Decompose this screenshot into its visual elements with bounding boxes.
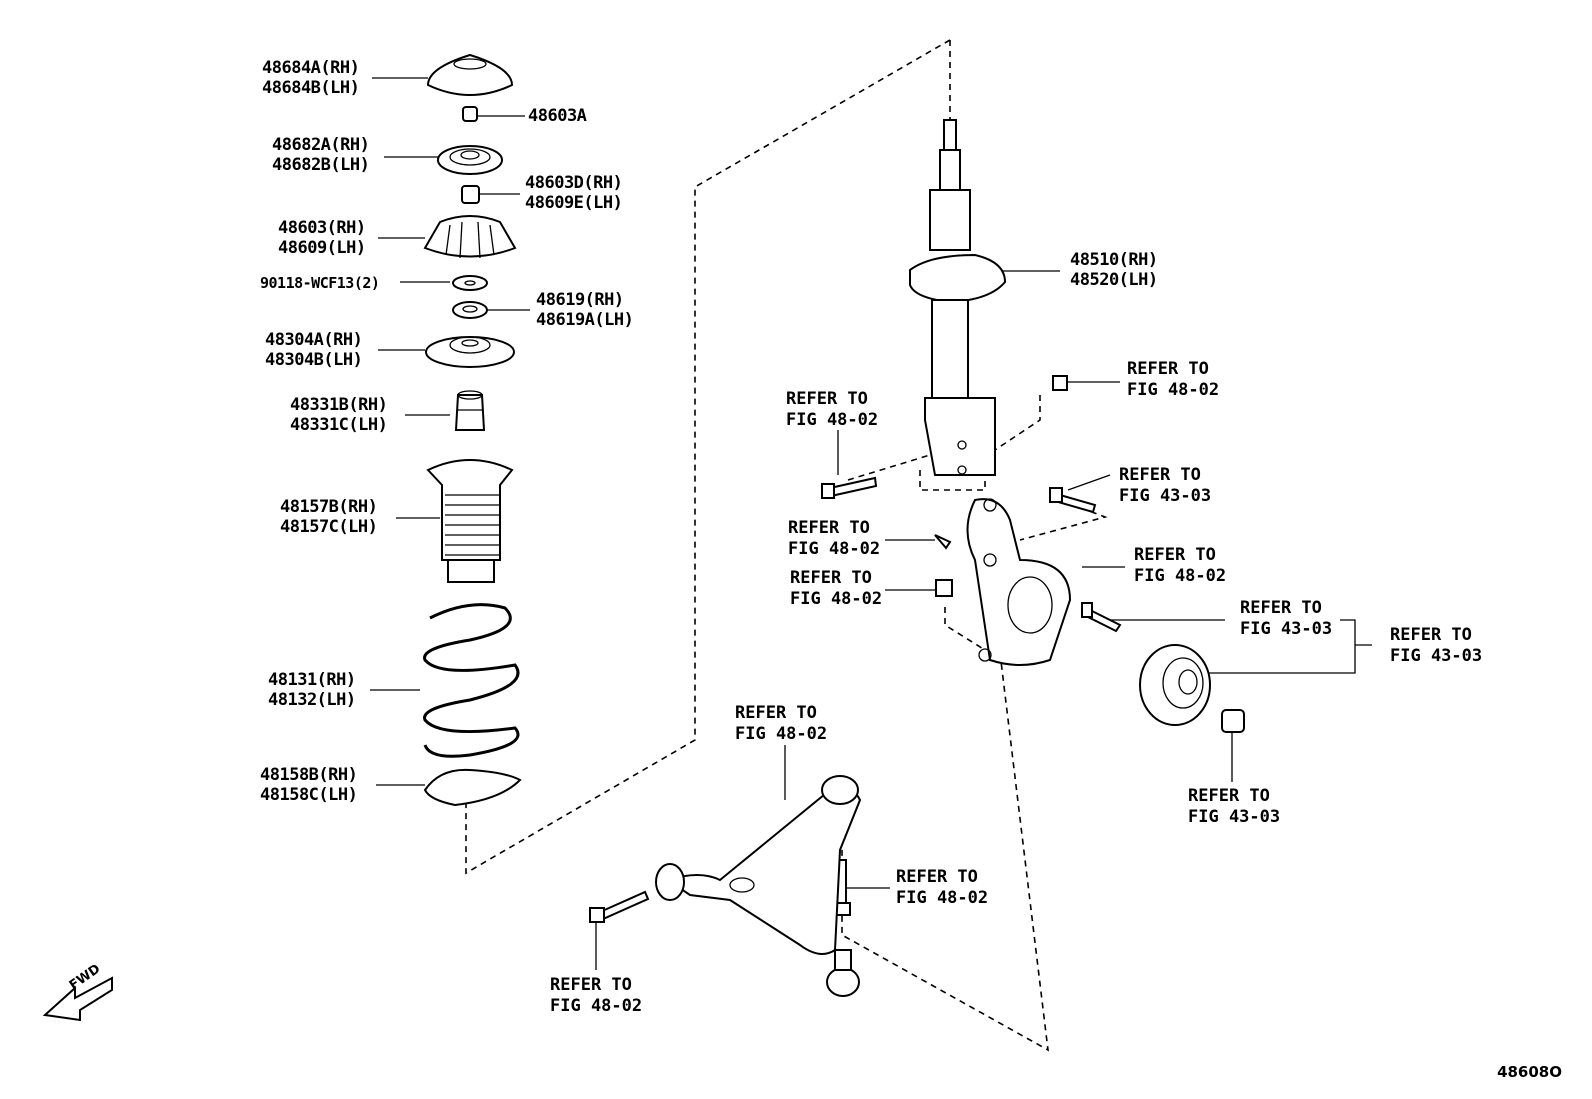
label-collar: 48619(RH) 48619A(LH): [536, 290, 634, 330]
ref-text: REFER TO: [550, 975, 632, 995]
part-no: 48304A(RH): [265, 330, 363, 350]
label-washer: 90118-WCF13(2): [260, 273, 380, 293]
ref-fig: FIG 48-02: [788, 539, 881, 559]
part-no: 48132(LH): [268, 690, 356, 710]
lower-control-arm: [655, 775, 862, 997]
ref-text: REFER TO: [896, 867, 978, 887]
ref-fig: FIG 48-02: [735, 724, 828, 744]
ref-ball-joint-bolt[interactable]: REFER TO FIG 48-02: [896, 867, 988, 909]
ref-text: REFER TO: [1134, 545, 1216, 565]
upper-mount-cap: [426, 53, 514, 96]
dust-boot: [426, 459, 514, 583]
ref-hub[interactable]: REFER TO FIG 43-03: [1390, 625, 1482, 667]
ref-fig: FIG 43-03: [1240, 619, 1333, 639]
ref-fig: FIG 48-02: [896, 888, 989, 908]
ref-fig: FIG 48-02: [790, 589, 883, 609]
part-no: 48304B(LH): [265, 350, 363, 370]
ref-text: REFER TO: [1127, 359, 1209, 379]
ref-text: REFER TO: [790, 568, 872, 588]
ref-lower-nut[interactable]: REFER TO FIG 48-02: [790, 568, 882, 610]
ref-text: REFER TO: [1119, 465, 1201, 485]
part-no: 48510(RH): [1070, 250, 1158, 270]
ref-text: REFER TO: [788, 518, 870, 538]
washer: [452, 275, 488, 291]
label-nut: 48603A: [528, 106, 587, 126]
ref-text: REFER TO: [735, 703, 817, 723]
ref-fig: FIG 48-02: [550, 996, 643, 1016]
part-no: 48682B(LH): [272, 155, 370, 175]
ref-strut-nut[interactable]: REFER TO FIG 48-02: [1127, 359, 1219, 401]
ref-hub-bolt[interactable]: REFER TO FIG 43-03: [1240, 598, 1332, 640]
ref-fig: FIG 43-03: [1119, 486, 1212, 506]
nut-48603a: [462, 106, 478, 122]
label-spring-seat: 48304A(RH) 48304B(LH): [265, 330, 363, 370]
ref-fig: FIG 48-02: [1134, 566, 1227, 586]
ref-knuckle-arm[interactable]: REFER TO FIG 48-02: [1134, 545, 1226, 587]
spring-seat: [425, 336, 515, 368]
strut-absorber: [909, 119, 1007, 476]
part-no: 48331C(LH): [290, 415, 388, 435]
ref-text: REFER TO: [1390, 625, 1472, 645]
label-lower-insulator: 48158B(RH) 48158C(LH): [260, 765, 358, 805]
label-bearing: 48682A(RH) 48682B(LH): [272, 135, 370, 175]
bump-stopper: [454, 390, 486, 431]
part-no: 48619A(LH): [536, 310, 634, 330]
ref-fig: FIG 43-03: [1390, 646, 1483, 666]
ref-text: REFER TO: [1240, 598, 1322, 618]
label-upper-support: 48603(RH) 48609(LH): [278, 218, 366, 258]
ref-arm-bolt[interactable]: REFER TO FIG 48-02: [550, 975, 642, 1017]
label-upper-mount-cap: 48684A(RH) 48684B(LH): [262, 58, 360, 98]
ref-lower-arm[interactable]: REFER TO FIG 48-02: [735, 703, 827, 745]
part-no: 48520(LH): [1070, 270, 1158, 290]
leader-lines: [370, 77, 1372, 970]
steering-knuckle: [966, 498, 1072, 666]
bearing: [437, 145, 503, 175]
label-dust-boot: 48157B(RH) 48157C(LH): [280, 497, 378, 537]
ref-text: REFER TO: [786, 389, 868, 409]
bolts: [589, 375, 1122, 923]
part-no: 48158C(LH): [260, 785, 358, 805]
part-no: 48331B(RH): [290, 395, 388, 415]
ref-fig: FIG 48-02: [1127, 380, 1220, 400]
ref-fig: FIG 43-03: [1188, 807, 1281, 827]
label-strut-absorber: 48510(RH) 48520(LH): [1070, 250, 1158, 290]
part-no: 48131(RH): [268, 670, 356, 690]
ref-hub-nut[interactable]: REFER TO FIG 43-03: [1188, 786, 1280, 828]
support-nut: [461, 185, 480, 204]
part-no: 48609E(LH): [525, 193, 623, 213]
collar: [452, 301, 488, 319]
ref-text: REFER TO: [1188, 786, 1270, 806]
part-no: 48603D(RH): [525, 173, 623, 193]
label-bump-stopper: 48331B(RH) 48331C(LH): [290, 395, 388, 435]
upper-support: [423, 215, 517, 259]
part-no: 48603A: [528, 106, 587, 126]
part-no: 48609(LH): [278, 238, 366, 258]
part-no: 48157B(RH): [280, 497, 378, 517]
ref-knuckle-bolt[interactable]: REFER TO FIG 43-03: [1119, 465, 1211, 507]
part-no: 48682A(RH): [272, 135, 370, 155]
label-coil-spring: 48131(RH) 48132(LH): [268, 670, 356, 710]
part-no: 48603(RH): [278, 218, 366, 238]
lower-insulator: [423, 768, 522, 807]
part-no: 48619(RH): [536, 290, 624, 310]
label-support-nut: 48603D(RH) 48609E(LH): [525, 173, 623, 213]
part-no: 48157C(LH): [280, 517, 378, 537]
part-no: 48684A(RH): [262, 58, 360, 78]
ref-fig: FIG 48-02: [786, 410, 879, 430]
fwd-arrow: [42, 976, 113, 1022]
hub-nut: [1221, 709, 1245, 733]
axle-hub: [1139, 644, 1211, 726]
part-no: 90118-WCF13(2): [260, 274, 380, 292]
figure-id: 48608O: [1497, 1063, 1562, 1081]
part-no: 48158B(RH): [260, 765, 358, 785]
ref-strut-bolt[interactable]: REFER TO FIG 48-02: [786, 389, 878, 431]
coil-spring: [423, 603, 520, 758]
part-no: 48684B(LH): [262, 78, 360, 98]
ref-stab-link[interactable]: REFER TO FIG 48-02: [788, 518, 880, 560]
